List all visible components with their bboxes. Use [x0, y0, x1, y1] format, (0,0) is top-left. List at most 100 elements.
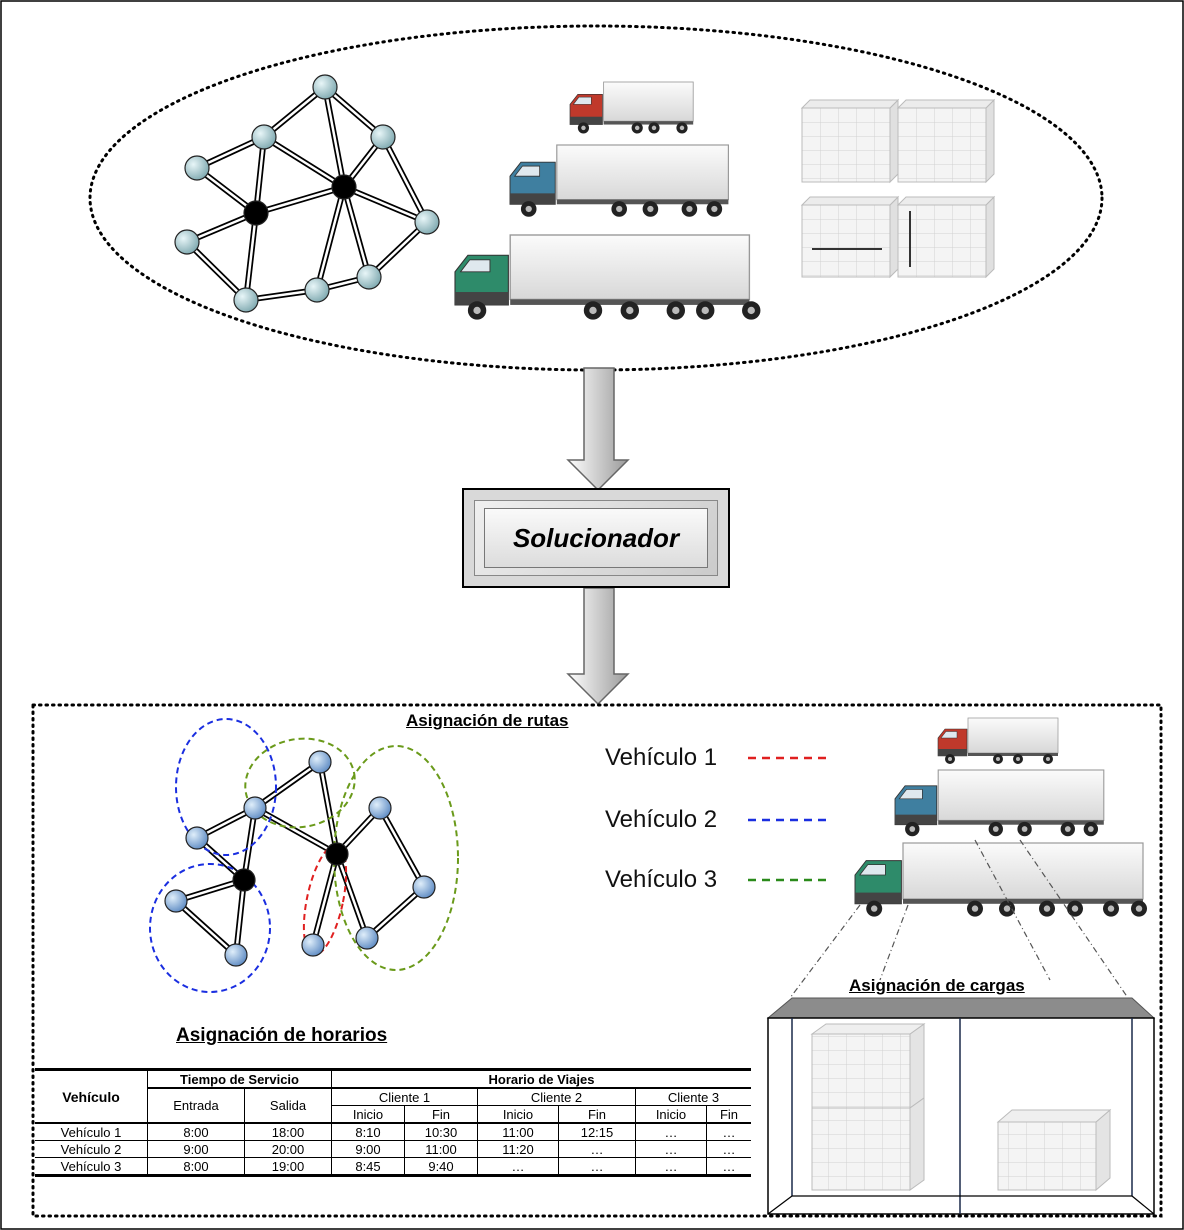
- table-cell-salida: 18:00: [244, 1123, 332, 1141]
- customer-node: [308, 750, 332, 774]
- c3-fin-header: Fin: [706, 1105, 751, 1124]
- network-edge-core: [254, 806, 338, 856]
- cargo-container: [766, 997, 1156, 1215]
- table-cell-c3-fin: …: [706, 1123, 751, 1141]
- network-edge-core: [335, 853, 369, 939]
- network-edge-core: [263, 86, 326, 138]
- chassis: [603, 121, 694, 125]
- truck-bumper: [855, 892, 902, 904]
- trailer: [967, 717, 1059, 754]
- wheel-hub: [1021, 826, 1028, 832]
- service-time-header: Tiempo de Servicio: [147, 1069, 332, 1089]
- table-cell-salida: 19:00: [244, 1157, 332, 1176]
- network-edge-core: [254, 136, 266, 214]
- customer-node: [184, 155, 210, 181]
- network-edge-core: [315, 186, 346, 291]
- table-cell-c3-inicio: …: [635, 1140, 707, 1158]
- network-edge-core: [255, 185, 345, 215]
- wheel-hub: [686, 205, 693, 213]
- c2-fin-header: Fin: [558, 1105, 636, 1124]
- trailer: [902, 842, 1144, 900]
- legend-label-vehicle-2: Vehículo 2: [605, 806, 718, 833]
- customer-node: [356, 264, 382, 290]
- route-loop: [149, 863, 271, 993]
- wheel-hub: [1135, 905, 1143, 912]
- network-edge-core: [368, 221, 428, 278]
- network-edge-core: [311, 853, 339, 946]
- wheel-hub: [909, 826, 916, 832]
- trailer: [556, 144, 729, 201]
- truck-medium-icon: [509, 144, 729, 217]
- wheel-hub: [1046, 757, 1050, 761]
- salida-header: Salida: [244, 1088, 332, 1124]
- customer-node: [174, 229, 200, 255]
- c3-inicio-header: Inicio: [635, 1105, 707, 1124]
- pallet-icon: [996, 1108, 1112, 1192]
- trailer: [509, 234, 751, 301]
- wheel-hub: [1064, 826, 1071, 832]
- client-3-header: Cliente 3: [635, 1088, 751, 1106]
- route-network: [149, 718, 459, 993]
- customer-node: [414, 209, 440, 235]
- network-edge-core: [254, 760, 321, 810]
- table-cell-c3-fin: …: [706, 1157, 751, 1176]
- wheel-hub: [634, 125, 640, 131]
- wheel-hub: [672, 306, 680, 315]
- arrow-down-icon: [566, 367, 630, 492]
- depot-node: [325, 842, 349, 866]
- wheel-hub: [473, 306, 481, 315]
- table-cell-c1-inicio: 9:00: [331, 1140, 405, 1158]
- network-edge-core: [324, 86, 384, 138]
- client-2-header: Cliente 2: [477, 1088, 636, 1106]
- truck-small-icon: [937, 717, 1059, 764]
- customer-node: [312, 74, 338, 100]
- network-edge-core: [244, 212, 258, 301]
- table-cell-c1-fin: 9:40: [404, 1157, 478, 1176]
- wheel-hub: [1107, 905, 1115, 912]
- customer-node: [368, 796, 392, 820]
- network-edge-core: [175, 878, 245, 903]
- chassis: [938, 820, 1104, 825]
- network-edge-core: [175, 900, 237, 956]
- table-cell-entrada: 9:00: [147, 1140, 245, 1158]
- customer-node: [243, 796, 267, 820]
- truck-window: [513, 165, 541, 177]
- truck-bumper: [895, 814, 937, 825]
- wheel-hub: [651, 125, 657, 131]
- truck-small-icon: [569, 81, 694, 134]
- c1-inicio-header: Inicio: [331, 1105, 405, 1124]
- table-cell-c3-inicio: …: [635, 1157, 707, 1176]
- table-cell-c1-fin: 11:00: [404, 1140, 478, 1158]
- customer-node: [164, 889, 188, 913]
- trailer: [937, 769, 1105, 821]
- customer-node: [233, 287, 259, 313]
- wheel-hub: [992, 826, 999, 832]
- network-edge-core: [318, 761, 339, 855]
- wheel-hub: [1043, 905, 1051, 912]
- wheel-hub: [679, 125, 685, 131]
- wheel-hub: [1016, 757, 1020, 761]
- table-cell-salida: 20:00: [244, 1140, 332, 1158]
- table-cell-c3-fin: …: [706, 1140, 751, 1158]
- client-1-header: Cliente 1: [331, 1088, 478, 1106]
- chassis: [968, 753, 1058, 756]
- projection-lines: [789, 839, 1129, 999]
- output-region: [31, 703, 1163, 1218]
- network-edge-core: [381, 136, 429, 223]
- entrada-header: Entrada: [147, 1088, 245, 1124]
- chassis: [903, 899, 1143, 904]
- network-edge-core: [263, 135, 345, 189]
- customer-node: [251, 124, 277, 150]
- schedule-table: Vehículo Tiempo de Servicio Horario de V…: [35, 1068, 751, 1177]
- network-edge-core: [242, 807, 257, 881]
- cargo-boxes-icon: [800, 98, 996, 279]
- truck-medium-icon: [894, 769, 1105, 837]
- depot-node: [243, 200, 269, 226]
- wheel-hub: [711, 205, 718, 213]
- wheel-hub: [971, 905, 979, 912]
- truck-window: [898, 789, 923, 800]
- truck-large-icon: [854, 842, 1147, 917]
